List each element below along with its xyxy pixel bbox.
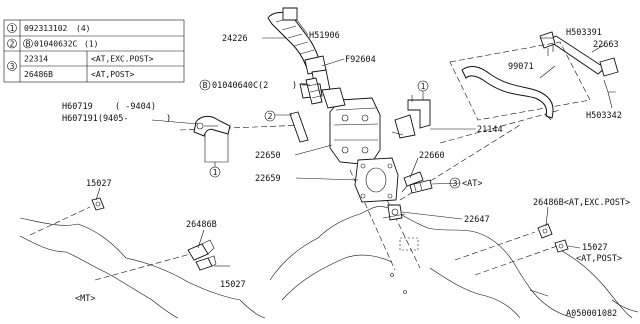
label-15027-b: 15027: [220, 280, 246, 290]
table-mark-3: [7, 61, 17, 71]
label-h607191: H607191(9405-: [62, 114, 129, 124]
bolt-circle2: [289, 111, 309, 143]
table-mark-1: [7, 23, 17, 33]
svg-text:3: 3: [453, 179, 458, 188]
table-mark-1-text: 1: [10, 24, 15, 33]
svg-text:B: B: [203, 81, 208, 90]
svg-text:): ): [292, 81, 297, 91]
svg-text:2: 2: [268, 112, 273, 121]
label-f92604: F92604: [345, 55, 376, 65]
label-24226: 24226: [222, 34, 248, 44]
pipe-22663: [539, 31, 619, 93]
label-26486b-right: 26486B<AT,EXC.POST>: [533, 198, 630, 208]
parts-table: 1 092313102 (4) 2 B 01040632C (1) 3 2231…: [3, 19, 185, 83]
engine-outline: [19, 206, 639, 319]
svg-text:1: 1: [421, 82, 426, 91]
gasket-22659: [354, 157, 399, 203]
label-h607191-close: ): [166, 114, 171, 124]
table-row3b-number: 26486B: [24, 70, 53, 79]
table-mark-3-text: 3: [10, 62, 15, 71]
label-h60719: H60719: [62, 102, 93, 112]
table-row2-qty: (1): [84, 40, 98, 49]
hose-clamp-top: [282, 7, 298, 21]
circle-mark-b: B: [199, 79, 211, 91]
hose-24226: [267, 7, 331, 93]
table-bolt-b-text: B: [26, 40, 31, 49]
label-h503342: H503342: [586, 111, 622, 121]
label-22647: 22647: [464, 215, 490, 225]
label-h60719-range: ( -9404): [115, 102, 156, 112]
label-15027-a: 15027: [86, 179, 112, 189]
guide-lines: [29, 109, 561, 281]
connector-15027-c: [554, 239, 569, 253]
label-22659: 22659: [255, 174, 281, 184]
label-26486b-left: 26486B: [186, 220, 217, 230]
circle-mark-3: 3: [449, 177, 461, 189]
label-h51906: H51906: [309, 31, 340, 41]
bracket-21144: [391, 95, 431, 139]
callout-labels: 24226 H51906 F92604 01040640C(2 ) H60719…: [62, 28, 630, 319]
drawing-id: A050001082: [566, 309, 617, 319]
hose-99071-group: [449, 41, 591, 121]
label-22650: 22650: [255, 151, 281, 161]
label-22663: 22663: [593, 40, 619, 50]
circle-mark-1-lower: 1: [209, 162, 221, 178]
label-at-post: <AT,POST>: [576, 254, 622, 264]
table-row1-qty: (4): [76, 24, 90, 33]
table-mark-2: [7, 38, 17, 49]
bolt-at: [409, 179, 433, 194]
hose-h60719: [193, 115, 231, 163]
bolt-01040640c: [305, 77, 323, 105]
bolt-22660: [401, 171, 424, 193]
svg-text:1: 1: [213, 168, 218, 177]
table-row3b-note: <AT,POST>: [91, 70, 135, 79]
connector-26486b-right: [537, 223, 553, 239]
table-mark-2-text: 2: [10, 40, 15, 49]
label-h503391: H503391: [566, 28, 602, 38]
label-01040640c: 01040640C(2: [212, 81, 268, 91]
connector-15027-a: [91, 197, 105, 211]
circle-mark-1-upper: 1: [417, 80, 429, 100]
label-99071: 99071: [508, 62, 534, 72]
table-row3a-number: 22314: [24, 55, 48, 64]
label-mt: <MT>: [75, 294, 95, 304]
table-row2-number: 01040632C: [34, 40, 78, 49]
circle-mark-2: 2: [264, 110, 276, 122]
label-21144: 21144: [477, 125, 503, 135]
connector-26486b-left: [187, 239, 215, 261]
table-bolt-b-mark: [23, 38, 33, 49]
table-row1-number: 092313102: [24, 24, 68, 33]
connector-15027-b: [195, 255, 217, 271]
label-15027-c: 15027: [582, 243, 608, 253]
sensor-22647: [382, 204, 406, 221]
leader-lines: [95, 19, 613, 267]
label-at: <AT>: [462, 179, 482, 189]
label-22660: 22660: [419, 151, 445, 161]
table-row3a-note: <AT,EXC.POST>: [91, 55, 154, 64]
